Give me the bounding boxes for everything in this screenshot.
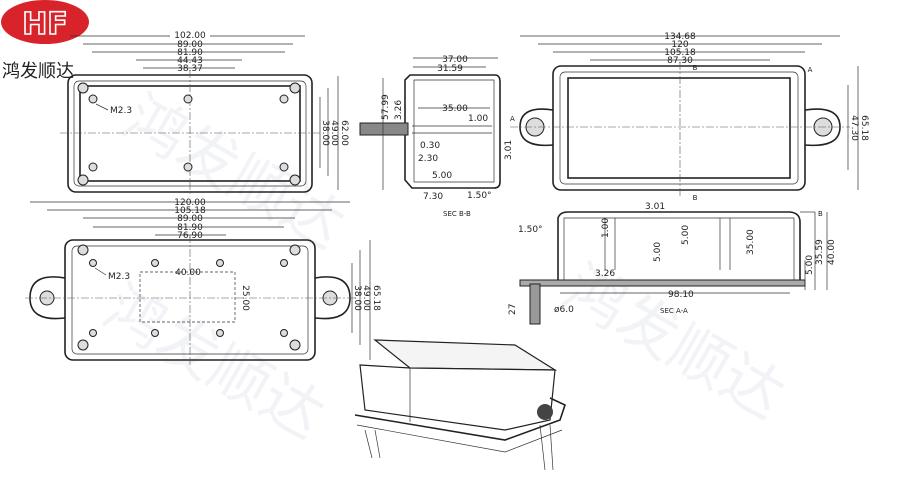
- svg-text:25.00: 25.00: [240, 285, 250, 311]
- svg-text:65.18: 65.18: [859, 115, 869, 141]
- svg-text:ø6.0: ø6.0: [554, 305, 574, 315]
- section-a-a: 1.50° 3.01 1.00 5.00 5.00 35.00 3.26 98.…: [508, 202, 837, 325]
- svg-text:B: B: [818, 210, 823, 218]
- section-b-b: 37.00 31.59 35.00 57.99 3.26 1.00 3.01 A…: [359, 55, 515, 218]
- flange-top-view: 134.68 120 105.18 87.30 47.30 65.18 A B …: [510, 32, 869, 202]
- svg-text:49.00: 49.00: [361, 285, 371, 311]
- svg-text:5.00: 5.00: [805, 255, 815, 275]
- svg-text:40.00: 40.00: [827, 239, 837, 265]
- svg-text:31.59: 31.59: [437, 64, 463, 74]
- svg-text:M2.3: M2.3: [108, 272, 130, 282]
- svg-text:76.90: 76.90: [177, 231, 203, 241]
- thread-label: M2.3: [110, 106, 132, 116]
- svg-text:38.00: 38.00: [320, 120, 330, 146]
- svg-text:40.00: 40.00: [175, 268, 201, 278]
- svg-text:98.10: 98.10: [668, 290, 694, 300]
- svg-text:0.30: 0.30: [420, 141, 440, 151]
- isometric-view: [354, 339, 566, 471]
- svg-text:1.00: 1.00: [468, 114, 488, 124]
- svg-text:120.00: 120.00: [174, 198, 206, 208]
- svg-text:鸿发顺达: 鸿发顺达: [553, 252, 796, 433]
- svg-text:120: 120: [671, 40, 688, 50]
- svg-text:2.30: 2.30: [418, 154, 438, 164]
- svg-text:44.43: 44.43: [177, 56, 203, 66]
- svg-text:SEC B-B: SEC B-B: [443, 210, 471, 218]
- svg-text:鸿发顺达: 鸿发顺达: [113, 82, 356, 263]
- svg-text:47.30: 47.30: [849, 115, 859, 141]
- top-view: M2.3 102.00 89.00 81.90 44.43 38.37 38.0…: [60, 29, 349, 196]
- svg-text:3.01: 3.01: [645, 202, 665, 212]
- svg-text:105.18: 105.18: [664, 48, 696, 58]
- svg-text:3.01: 3.01: [504, 140, 514, 160]
- svg-text:7.30: 7.30: [423, 192, 443, 202]
- svg-text:62.00: 62.00: [339, 120, 349, 146]
- svg-text:27: 27: [508, 304, 518, 315]
- svg-text:B: B: [693, 64, 698, 72]
- svg-text:35.00: 35.00: [746, 229, 756, 255]
- svg-text:49.00: 49.00: [329, 120, 339, 146]
- svg-text:5.00: 5.00: [653, 242, 663, 262]
- height-labels: 38.00 49.00 62.00: [320, 120, 349, 146]
- svg-text:38.00: 38.00: [352, 285, 362, 311]
- svg-text:65.18: 65.18: [371, 285, 381, 311]
- svg-text:5.00: 5.00: [432, 171, 452, 181]
- svg-text:81.90: 81.90: [177, 48, 203, 58]
- logo: HF: [1, 0, 89, 44]
- svg-text:89.00: 89.00: [177, 40, 203, 50]
- svg-text:1.50°: 1.50°: [518, 225, 543, 235]
- svg-text:38.37: 38.37: [177, 64, 203, 74]
- svg-text:3.26: 3.26: [394, 100, 404, 120]
- dimension-labels: 102.00 89.00 81.90 44.43 38.37: [170, 29, 210, 74]
- bottom-view: M2.3 120.00 105.18 89.00 81.90 76.90 40.…: [25, 198, 381, 365]
- svg-text:134.68: 134.68: [664, 32, 696, 42]
- svg-text:3.26: 3.26: [595, 269, 615, 279]
- svg-text:HF: HF: [22, 7, 68, 42]
- svg-text:1.50°: 1.50°: [467, 191, 492, 201]
- svg-text:81.90: 81.90: [177, 223, 203, 233]
- svg-text:37.00: 37.00: [442, 55, 468, 65]
- svg-text:鸿发顺达: 鸿发顺达: [93, 272, 336, 453]
- brand-name: 鸿发顺达: [2, 61, 74, 82]
- svg-text:89.00: 89.00: [177, 214, 203, 224]
- svg-text:SEC A-A: SEC A-A: [660, 307, 688, 315]
- svg-text:5.00: 5.00: [681, 225, 691, 245]
- svg-text:35.00: 35.00: [442, 104, 468, 114]
- svg-text:105.18: 105.18: [174, 206, 206, 216]
- svg-text:A: A: [510, 115, 515, 123]
- svg-text:35.59: 35.59: [815, 239, 825, 265]
- svg-text:87.30: 87.30: [667, 56, 693, 66]
- svg-text:57.99: 57.99: [381, 94, 391, 120]
- svg-text:102.00: 102.00: [174, 31, 206, 41]
- svg-text:1.00: 1.00: [601, 218, 611, 238]
- svg-text:B: B: [693, 194, 698, 202]
- svg-text:A: A: [808, 66, 813, 74]
